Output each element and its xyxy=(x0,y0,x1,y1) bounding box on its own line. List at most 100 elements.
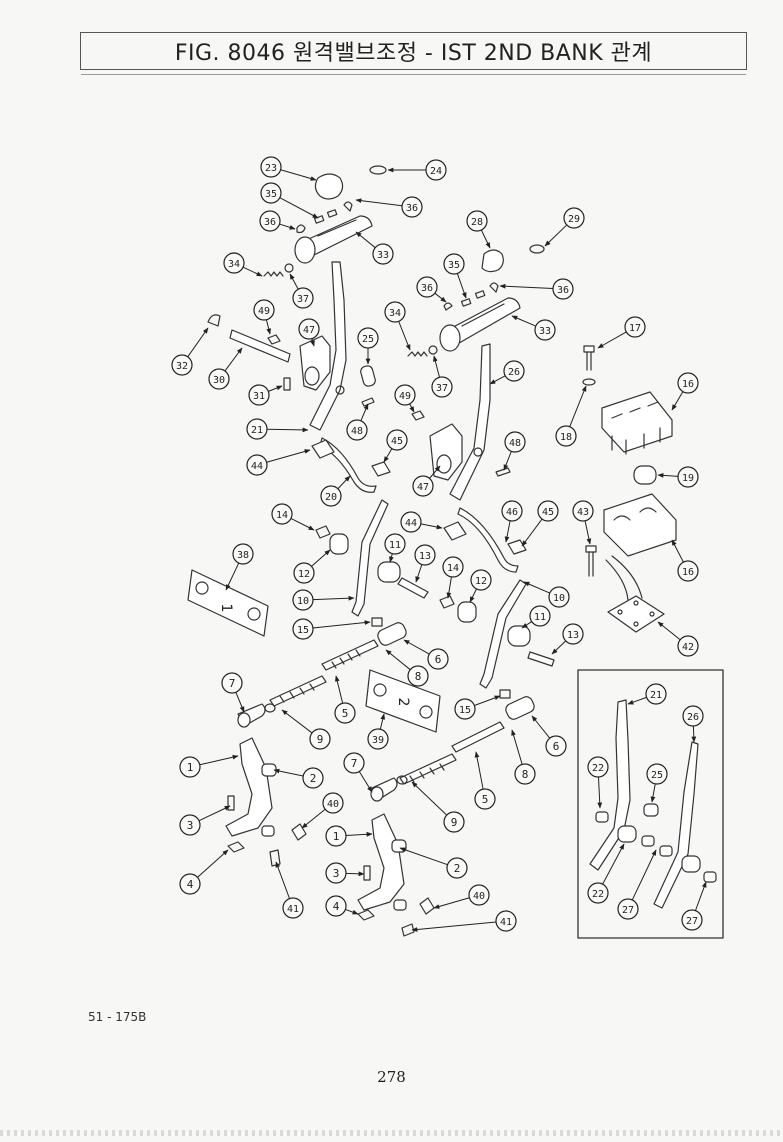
callout-leader-11 xyxy=(521,621,532,629)
callout-circle-47 xyxy=(298,318,320,340)
callout-number: 41 xyxy=(287,904,299,915)
callout-leader-4 xyxy=(345,908,359,915)
callout-leader-14 xyxy=(290,518,315,531)
callout-circle-18 xyxy=(555,425,577,447)
callout-number: 40 xyxy=(473,891,485,902)
callout-circle-37 xyxy=(431,376,453,398)
callout-leader-9 xyxy=(281,709,313,734)
callout-number: 16 xyxy=(682,567,694,578)
callout-number: 27 xyxy=(622,905,634,916)
callout-number: 48 xyxy=(351,426,363,437)
callout-number: 31 xyxy=(253,391,265,402)
callout-leader-47 xyxy=(310,338,315,347)
callout-number: 30 xyxy=(213,375,225,386)
part-lever-26 xyxy=(449,343,491,501)
callout-leader-5 xyxy=(474,751,484,790)
callout-number: 1 xyxy=(333,830,340,843)
callout-leader-31 xyxy=(268,385,283,392)
callout-number: 4 xyxy=(333,900,340,913)
callout-leader-12 xyxy=(311,549,331,567)
callout-leader-8 xyxy=(511,729,523,765)
callout-number: 26 xyxy=(508,367,520,378)
callout-number: 10 xyxy=(553,593,565,604)
callout-circle-40 xyxy=(468,884,490,906)
callout-circle-13 xyxy=(414,544,436,566)
callout-circle-9 xyxy=(443,811,465,833)
callout-number: 36 xyxy=(264,217,276,228)
callout-leader-42 xyxy=(657,621,681,641)
callout-number: 16 xyxy=(682,379,694,390)
inset-frame xyxy=(577,669,724,939)
callout-leader-18 xyxy=(569,385,587,427)
callout-leader-48 xyxy=(503,451,512,471)
callout-leader-12 xyxy=(469,588,477,603)
callout-leader-47 xyxy=(429,465,441,479)
callout-circle-47 xyxy=(412,475,434,497)
callout-leader-14 xyxy=(446,576,452,599)
callout-number: 12 xyxy=(475,576,487,587)
callout-leader-41 xyxy=(411,921,497,932)
part-rocker-left xyxy=(225,737,273,837)
callout-leader-36 xyxy=(355,198,403,207)
callout-circle-40 xyxy=(322,792,344,814)
callout-leader-41 xyxy=(275,861,291,899)
callout-number: 47 xyxy=(417,482,429,493)
callout-number: 21 xyxy=(650,690,662,701)
callout-circle-36 xyxy=(401,196,423,218)
callout-circle-1 xyxy=(325,825,347,847)
callout-circle-11 xyxy=(529,605,551,627)
callout-number: 41 xyxy=(500,917,512,928)
callout-leader-36 xyxy=(279,223,296,230)
callout-circle-8 xyxy=(407,665,429,687)
callout-number: 33 xyxy=(539,326,551,337)
callout-leader-9 xyxy=(411,781,448,816)
callout-leader-1 xyxy=(345,831,373,837)
callout-circle-44 xyxy=(246,454,268,476)
callout-number: 3 xyxy=(187,819,194,832)
callout-leader-23 xyxy=(280,169,317,181)
callout-number: 2 xyxy=(454,862,461,875)
callout-circle-2 xyxy=(302,767,324,789)
callout-number: 25 xyxy=(651,770,663,781)
callout-circle-32 xyxy=(171,354,193,376)
callout-leader-2 xyxy=(273,768,304,777)
callout-number: 44 xyxy=(405,518,417,529)
figure-title: FIG. 8046 원격밸브조정 - IST 2ND BANK 관계 xyxy=(174,41,653,66)
callout-circle-27 xyxy=(681,909,703,931)
callout-circle-16 xyxy=(677,372,699,394)
callout-number: 19 xyxy=(682,473,694,484)
callout-leader-26 xyxy=(489,375,506,385)
callout-circle-35 xyxy=(443,253,465,275)
callout-leader-7 xyxy=(358,771,373,793)
callout-number: 38 xyxy=(237,550,249,561)
callout-leader-34 xyxy=(242,266,263,277)
callout-circle-3 xyxy=(325,862,347,884)
callout-leader-33 xyxy=(355,231,376,249)
callout-number: 7 xyxy=(351,757,358,770)
callout-number: 12 xyxy=(298,569,310,580)
callout-number: 10 xyxy=(297,596,309,607)
part-cap xyxy=(314,173,344,200)
callout-leader-27 xyxy=(694,881,707,911)
callout-number: 5 xyxy=(342,707,349,720)
callout-number: 2 xyxy=(310,772,317,785)
callout-leader-38 xyxy=(225,562,240,591)
callout-circle-44 xyxy=(400,511,422,533)
callout-leader-40 xyxy=(301,808,326,829)
callout-circle-30 xyxy=(208,368,230,390)
callout-circle-38 xyxy=(232,543,254,565)
callout-leader-4 xyxy=(197,849,229,878)
callout-number: 46 xyxy=(506,507,518,518)
callout-circle-14 xyxy=(442,556,464,578)
part-lever-10-left xyxy=(351,499,389,617)
callout-number: 13 xyxy=(419,551,431,562)
part-lever-10-right xyxy=(479,579,527,689)
callout-leader-22 xyxy=(597,776,603,809)
callout-leader-49 xyxy=(265,319,272,335)
callout-number: 45 xyxy=(391,436,403,447)
callout-circle-33 xyxy=(534,319,556,341)
callout-leader-15 xyxy=(312,620,371,629)
callout-circle-15 xyxy=(454,698,476,720)
